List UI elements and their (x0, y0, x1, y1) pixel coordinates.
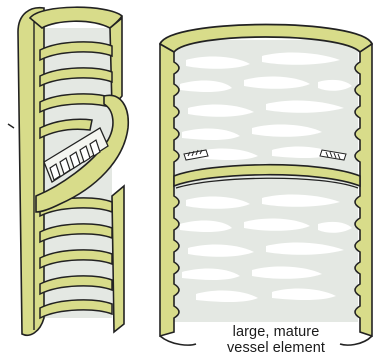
large-vessel-element (160, 25, 372, 346)
narrow-vessel-top-rim (30, 7, 122, 28)
caption-line-2: vessel element (176, 340, 376, 356)
narrow-vessel-right-wall (110, 18, 122, 108)
caption-line-1: large, mature (176, 324, 376, 340)
narrow-vessel-element (8, 7, 128, 335)
